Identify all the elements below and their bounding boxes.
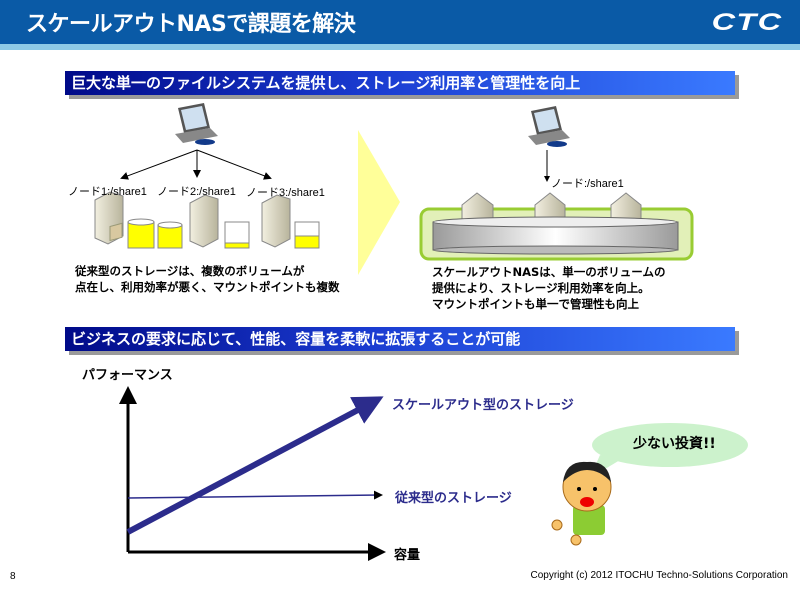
node-label-1: ノード1:/share1 <box>68 186 147 198</box>
bubble-text: 少ない投資!! <box>633 436 716 452</box>
page-title: スケールアウトNASで課題を解決 <box>26 12 356 37</box>
server-icon-3 <box>261 194 291 248</box>
right-description-line: スケールアウトNASは、単一のボリュームの <box>432 265 666 279</box>
ctc-logo: CTC <box>711 9 782 36</box>
left-description-line: 点在し、利用効率が悪く、マウントポイントも複数 <box>75 280 340 294</box>
server-icon-1 <box>94 191 124 245</box>
section2-banner: ビジネスの要求に応じて、性能、容量を柔軟に拡張することが可能 <box>65 327 735 351</box>
right-description-line: マウントポイントも単一で管理性も向上 <box>432 297 639 311</box>
page-number: 8 <box>10 571 16 582</box>
copyright: Copyright (c) 2012 ITOCHU Techno-Solutio… <box>530 570 788 581</box>
laptop-icon-right <box>528 106 570 147</box>
node-label-single: ノード:/share1 <box>551 178 624 190</box>
speech-bubble <box>592 423 748 467</box>
laptop-icon <box>175 103 218 145</box>
left-description-line: 従来型のストレージは、複数のボリュームが <box>75 264 305 278</box>
single-volume-icon <box>432 216 679 255</box>
performance-chart <box>119 386 386 561</box>
volume-cylinders <box>127 218 320 249</box>
node-label-3: ノード3:/share1 <box>246 187 325 199</box>
transition-arrow <box>358 130 400 275</box>
series-label-traditional: 従来型のストレージ <box>395 491 512 506</box>
y-axis-label: パフォーマンス <box>82 368 173 383</box>
right-description-line: 提供により、ストレージ利用効率を向上。 <box>432 281 650 295</box>
series-label-scaleout: スケールアウト型のストレージ <box>392 398 574 413</box>
right-description: スケールアウトNASは、単一のボリュームの 提供により、ストレージ利用効率を向上… <box>432 264 665 312</box>
series-traditional <box>127 490 383 500</box>
left-description: 従来型のストレージは、複数のボリュームが 点在し、利用効率が悪く、マウントポイン… <box>75 263 340 295</box>
server-icon-2 <box>189 194 219 248</box>
node-label-2: ノード2:/share1 <box>157 186 236 198</box>
x-axis-label: 容量 <box>394 548 421 563</box>
character-icon <box>551 461 612 546</box>
header-stripe <box>0 44 800 50</box>
header-bar <box>0 0 800 44</box>
section1-banner: 巨大な単一のファイルシステムを提供し、ストレージ利用率と管理性を向上 <box>65 71 735 95</box>
series-scaleout <box>126 396 384 535</box>
